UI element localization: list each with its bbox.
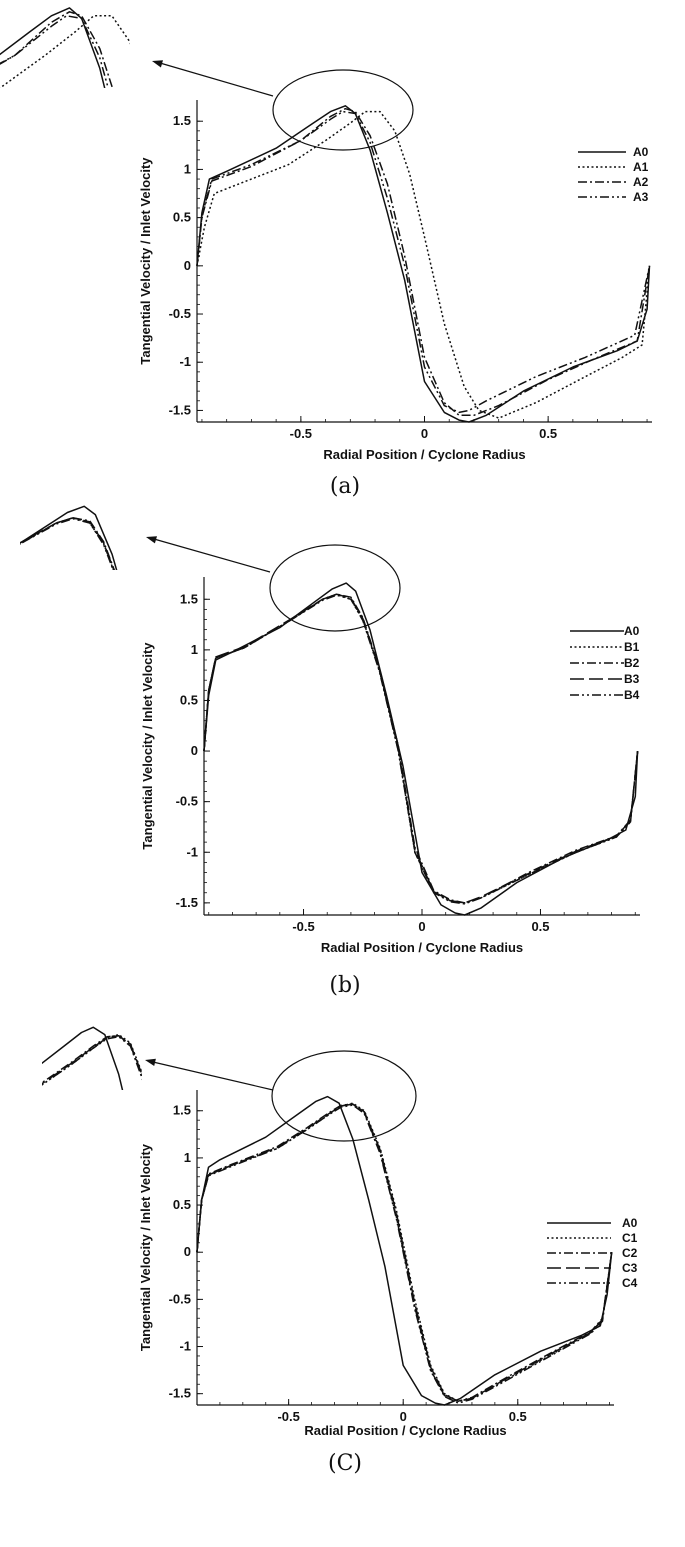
- y-tick-label: -1: [179, 1339, 191, 1354]
- legend-label: A1: [633, 160, 649, 174]
- x-tick-label: 0.5: [509, 1409, 527, 1424]
- legend-label: A2: [633, 175, 649, 189]
- y-tick-label: 0: [184, 1244, 191, 1259]
- y-tick-label: 1: [184, 1150, 191, 1165]
- legend-label: B3: [624, 672, 640, 686]
- x-tick-label: -0.5: [277, 1409, 299, 1424]
- series-line-a3: [196, 110, 651, 414]
- y-tick-label: -1: [179, 354, 191, 369]
- x-tick-label: 0: [400, 1409, 407, 1424]
- x-tick-label: -0.5: [290, 426, 312, 441]
- zoom-inset: [0, 7, 130, 88]
- x-axis-title: Radial Position / Cyclone Radius: [304, 1423, 506, 1438]
- x-tick-label: 0: [418, 919, 425, 934]
- legend-label: B2: [624, 656, 640, 670]
- y-tick-label: -1.5: [169, 1386, 191, 1401]
- inset-line-a0: [0, 7, 106, 88]
- zoom-arrow: [159, 62, 274, 97]
- inset-line-b3: [20, 517, 115, 570]
- x-tick-label: 0.5: [531, 919, 549, 934]
- y-tick-label: -1.5: [169, 402, 191, 417]
- panel-caption: (a): [330, 474, 360, 499]
- inset-line-b4: [20, 518, 114, 570]
- series-line-b3: [203, 593, 639, 904]
- x-tick-label: 0: [421, 426, 428, 441]
- x-tick-label: 0.5: [539, 426, 557, 441]
- zoom-arrow: [152, 1061, 274, 1091]
- legend-label: B1: [624, 640, 640, 654]
- y-tick-label: 1.5: [173, 1103, 191, 1118]
- y-axis-title: Tangential Velocity / Inlet Velocity: [138, 157, 153, 365]
- series-line-c2: [196, 1103, 613, 1402]
- y-tick-label: 0: [191, 743, 198, 758]
- series-line-a0: [196, 1095, 613, 1406]
- y-tick-label: -0.5: [176, 794, 198, 809]
- y-tick-label: 0.5: [173, 210, 191, 225]
- legend-label: A0: [624, 624, 640, 638]
- inset-line-a3: [0, 15, 109, 88]
- inset-line-a0: [20, 505, 118, 570]
- series-line-c4: [196, 1104, 613, 1404]
- legend-label: B4: [624, 688, 640, 702]
- zoom-arrow-head: [146, 536, 157, 544]
- inset-line-b1: [20, 517, 115, 570]
- series-line-a2: [196, 107, 651, 417]
- y-tick-label: -1.5: [176, 895, 198, 910]
- y-axis-title: Tangential Velocity / Inlet Velocity: [140, 642, 155, 850]
- series-line-a0: [196, 105, 651, 423]
- x-axis-title: Radial Position / Cyclone Radius: [323, 447, 525, 462]
- zoom-ellipse: [271, 1050, 417, 1142]
- zoom-ellipse: [272, 69, 414, 151]
- zoom-arrow: [153, 538, 271, 573]
- y-tick-label: 1.5: [173, 113, 191, 128]
- inset-line-a1: [0, 15, 130, 88]
- panel-caption: (C): [328, 1451, 362, 1476]
- zoom-ellipse: [269, 544, 401, 632]
- legend-label: A0: [622, 1216, 638, 1230]
- legend-label: C3: [622, 1261, 638, 1275]
- legend-label: C2: [622, 1246, 638, 1260]
- series-line-a1: [196, 110, 651, 419]
- zoom-arrow-head: [145, 1058, 156, 1066]
- x-tick-label: -0.5: [292, 919, 314, 934]
- legend-label: C1: [622, 1231, 638, 1245]
- panel-caption: (b): [329, 973, 360, 998]
- series-line-c3: [196, 1103, 613, 1402]
- zoom-arrow-head: [152, 60, 163, 68]
- series-line-b4: [203, 594, 639, 905]
- legend-label: A3: [633, 190, 649, 204]
- series-line-b2: [203, 593, 639, 904]
- y-tick-label: 0: [184, 258, 191, 273]
- x-axis-title: Radial Position / Cyclone Radius: [321, 940, 523, 955]
- legend-label: C4: [622, 1276, 638, 1290]
- y-tick-label: 1: [191, 642, 198, 657]
- series-line-b1: [203, 593, 639, 904]
- y-tick-label: 1.5: [180, 591, 198, 606]
- inset-line-b2: [20, 517, 116, 570]
- legend-label: A0: [633, 145, 649, 159]
- zoom-inset: [20, 505, 118, 570]
- y-tick-label: -0.5: [169, 1291, 191, 1306]
- y-tick-label: 0.5: [173, 1197, 191, 1212]
- y-tick-label: -1: [186, 844, 198, 859]
- y-tick-label: 1: [184, 161, 191, 176]
- y-tick-label: -0.5: [169, 306, 191, 321]
- y-axis-title: Tangential Velocity / Inlet Velocity: [138, 1143, 153, 1351]
- y-tick-label: 0.5: [180, 692, 198, 707]
